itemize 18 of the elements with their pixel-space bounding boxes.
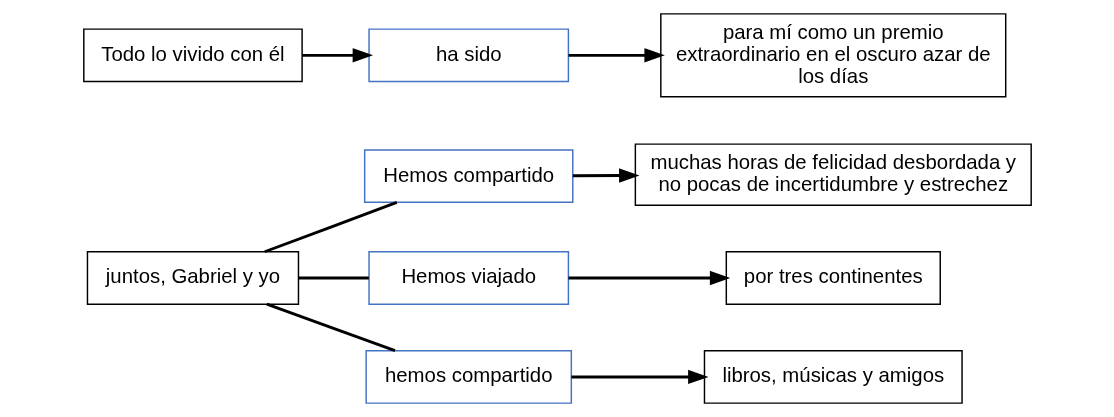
node-box: Hemos viajado: [367, 251, 569, 305]
arrow: [568, 270, 730, 286]
node-box: libros, músicas y amigos: [703, 350, 963, 404]
arrow: [301, 48, 373, 63]
node-box: por tres continentes: [725, 251, 941, 305]
arrow: [568, 48, 665, 63]
node-box: juntos, Gabriel y yo: [86, 251, 299, 305]
connector: [265, 302, 395, 353]
arrow: [572, 168, 639, 183]
node-box: ha sido: [367, 28, 569, 83]
connector: [298, 276, 369, 280]
node-box: hemos compartido: [364, 350, 572, 404]
arrow: [570, 369, 709, 385]
connector: [263, 201, 397, 254]
node-box: Todo lo vivido con él: [82, 28, 303, 83]
node-box: muchas horas de felicidad desbordada y no pocas de incertidumbre y estrechez: [634, 143, 1032, 206]
node-box: para mí como un premio extraordinario en el oscuro azar de los días: [659, 13, 1006, 98]
node-box: Hemos compartido: [363, 149, 573, 204]
